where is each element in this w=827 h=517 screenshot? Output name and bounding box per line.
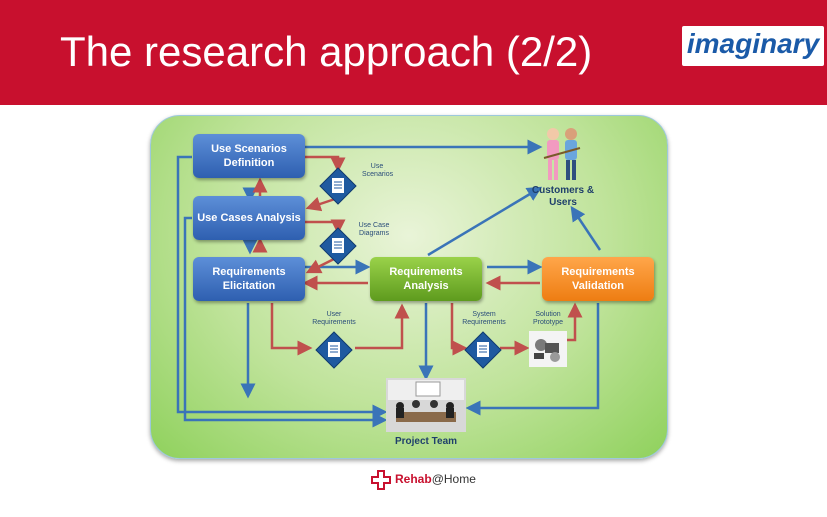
use-scenarios-label: Use Scenarios [362, 163, 394, 178]
project-team-photo [386, 378, 466, 432]
footer-brand-bold: Rehab [395, 472, 432, 486]
title-bar: The research approach (2/2) imaginary [0, 0, 827, 105]
customers-users-label: Customers & Users [531, 185, 595, 208]
use-case-diagrams-label: Use Case Diagrams [358, 222, 390, 237]
logo-text: imaginary [686, 28, 820, 59]
solution-prototype-label: Solution Prototype [533, 311, 563, 326]
requirements-elicitation-box: Requirements Elicitation [193, 257, 305, 301]
system-requirements-document-icon [464, 331, 502, 369]
user-requirements-document-icon [315, 331, 353, 369]
rehab-at-home-logo: Rehab@Home [371, 468, 481, 492]
use-scenarios-document-icon [319, 167, 357, 205]
system-requirements-label: System Requirements [462, 311, 506, 326]
use-scenarios-definition-box: Use Scenarios Definition [193, 134, 305, 178]
footer-brand: Rehab@Home [395, 472, 476, 486]
customers-users-illustration [543, 128, 581, 180]
red-cross-icon [371, 470, 391, 490]
user-requirements-label: User Requirements [312, 311, 356, 326]
imaginary-logo: imaginary [682, 26, 824, 66]
project-team-label: Project Team [394, 436, 458, 447]
requirements-analysis-box: Requirements Analysis [370, 257, 482, 301]
use-cases-analysis-box: Use Cases Analysis [193, 196, 305, 240]
slide-title: The research approach (2/2) [60, 28, 593, 75]
footer-brand-rest: @Home [431, 472, 476, 486]
solution-prototype-image [529, 331, 567, 367]
requirements-validation-box: Requirements Validation [542, 257, 654, 301]
use-case-diagrams-document-icon [319, 227, 357, 265]
